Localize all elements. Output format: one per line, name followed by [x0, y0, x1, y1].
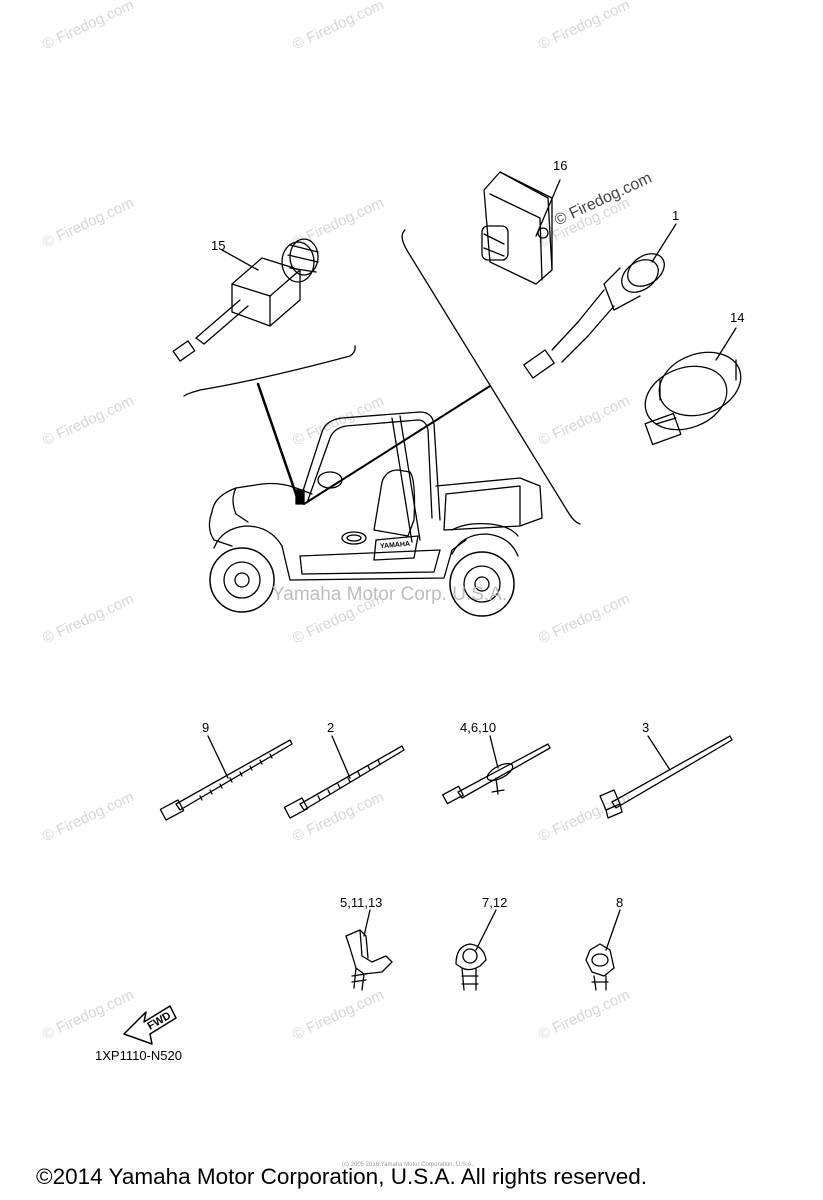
callout-4-6-10: 4,6,10 [460, 720, 497, 735]
part-7-12-clamp [455, 943, 487, 991]
copyright-notice: ©2014 Yamaha Motor Corporation, U.S.A. A… [36, 1164, 648, 1189]
part-4-6-10-cable-tie [442, 743, 551, 805]
center-watermark: Yamaha Motor Corp. U.S.A. [272, 584, 508, 605]
fine-print: (c) 2005 2016 Yamaha Motor Corporation, … [342, 1162, 474, 1168]
part-3-cable-tie [599, 735, 733, 819]
rivet-hole [537, 227, 549, 239]
leader-8 [605, 909, 621, 951]
part-15-switch [172, 238, 319, 362]
callout-7-12: 7,12 [482, 895, 508, 910]
diagram-code: 1XP1110-N520 [95, 1048, 182, 1063]
leader-1 [651, 223, 677, 263]
leader-9 [207, 735, 229, 779]
callout-14: 14 [730, 310, 745, 325]
leader-16 [535, 179, 561, 237]
callout-5-11-13: 5,11,13 [340, 895, 383, 910]
callout-15: 15 [211, 238, 226, 253]
leader-3 [647, 735, 671, 771]
part-5-11-13-clamp [345, 929, 393, 991]
part-1-socket [523, 253, 665, 379]
part-2-cable-tie [283, 745, 405, 819]
leader-5-11-13 [363, 909, 371, 937]
part-9-cable-tie [159, 739, 293, 821]
leader-4-6-10 [489, 735, 499, 769]
zoom-bubble-right [401, 229, 581, 525]
zoom-line-left [256, 382, 300, 502]
callout-2: 2 [327, 720, 335, 735]
fwd-arrow-icon: FWD [123, 1005, 177, 1045]
callout-16: 16 [553, 158, 568, 173]
callout-8: 8 [616, 895, 624, 910]
callout-9: 9 [202, 720, 210, 735]
leader-2 [331, 735, 351, 779]
part-8-clamp [585, 943, 615, 991]
leader-15 [221, 249, 259, 271]
zoom-bubble-left [183, 345, 356, 397]
callout-1: 1 [672, 208, 680, 223]
part-14-switch [644, 351, 742, 446]
vehicle-utv [208, 411, 543, 617]
leader-7-12 [475, 909, 497, 951]
leader-14 [715, 327, 737, 361]
fwd-label: FWD [146, 1010, 174, 1033]
callout-3: 3 [642, 720, 650, 735]
